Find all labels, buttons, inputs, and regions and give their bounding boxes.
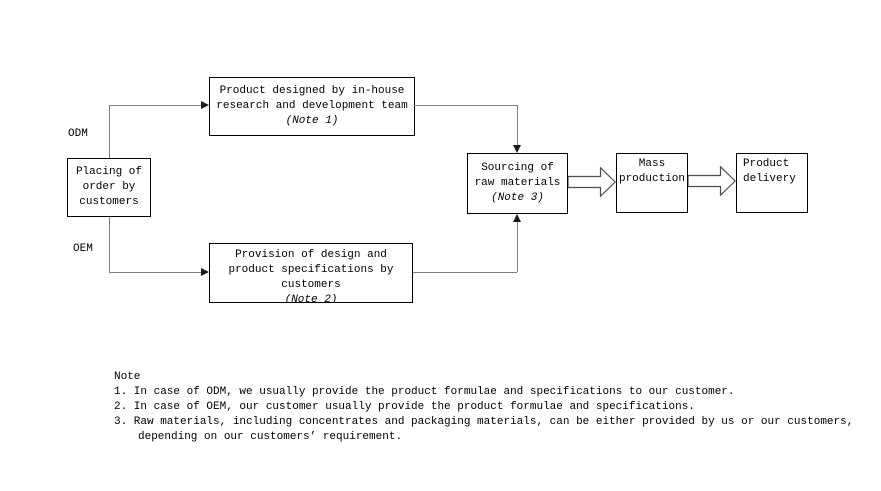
arrowhead-down-icon bbox=[513, 145, 521, 153]
note-item: 2. In case of OEM, our customer usually … bbox=[114, 401, 695, 413]
box-product-designed-inhouse: Product designed by in-house research an… bbox=[209, 77, 415, 136]
box-text-line: customers bbox=[79, 196, 139, 208]
box-note-reference: (Note 3) bbox=[491, 192, 544, 204]
note-item-continuation: depending on our customers’ requirement. bbox=[138, 431, 403, 443]
connector-line bbox=[517, 105, 518, 146]
box-text-line: raw materials bbox=[474, 177, 561, 189]
box-text-line: Product bbox=[743, 158, 790, 170]
box-text-line: research and development team bbox=[216, 100, 408, 112]
note-item: 1. In case of ODM, we usually provide th… bbox=[114, 386, 735, 398]
branch-label-odm: ODM bbox=[68, 128, 88, 140]
arrowhead-right-icon bbox=[201, 268, 209, 276]
box-text-line: Provision of design and bbox=[235, 249, 387, 261]
box-product-delivery: Product delivery bbox=[736, 153, 808, 213]
box-text-line: delivery bbox=[743, 173, 796, 185]
connector-line bbox=[109, 272, 201, 273]
box-mass-production: Mass production bbox=[616, 153, 688, 213]
connector-line bbox=[109, 105, 201, 106]
box-sourcing-raw-materials: Sourcing of raw materials (Note 3) bbox=[467, 153, 568, 214]
arrowhead-up-icon bbox=[513, 214, 521, 222]
box-text-line: production bbox=[618, 173, 685, 185]
connector-line bbox=[109, 217, 110, 272]
notes-section: Note 1. In case of ODM, we usually provi… bbox=[114, 370, 853, 445]
box-text-line: Product designed by in-house bbox=[219, 85, 405, 97]
box-text-line: product specifications by bbox=[228, 264, 394, 276]
box-note-reference: (Note 1) bbox=[285, 115, 339, 127]
box-text-line: Placing of bbox=[75, 166, 142, 178]
box-text-line: order by bbox=[82, 181, 136, 193]
connector-line bbox=[517, 222, 518, 272]
notes-heading: Note bbox=[114, 371, 141, 383]
box-placing-order: Placing of order by customers bbox=[67, 158, 151, 217]
connector-line bbox=[414, 105, 517, 106]
box-text-line: Sourcing of bbox=[481, 162, 554, 174]
block-arrow-right-icon bbox=[568, 167, 616, 197]
branch-label-oem: OEM bbox=[73, 243, 93, 255]
connector-line bbox=[109, 105, 110, 158]
note-item: 3. Raw materials, including concentrates… bbox=[114, 416, 854, 428]
arrowhead-right-icon bbox=[201, 101, 209, 109]
box-text-line: customers bbox=[281, 279, 341, 291]
box-text-line: Mass bbox=[638, 158, 666, 170]
block-arrow-right-icon bbox=[688, 166, 736, 196]
connector-line bbox=[413, 272, 517, 273]
box-note-reference: (Note 2) bbox=[284, 294, 338, 303]
box-provision-of-design: Provision of design and product specific… bbox=[209, 243, 413, 303]
